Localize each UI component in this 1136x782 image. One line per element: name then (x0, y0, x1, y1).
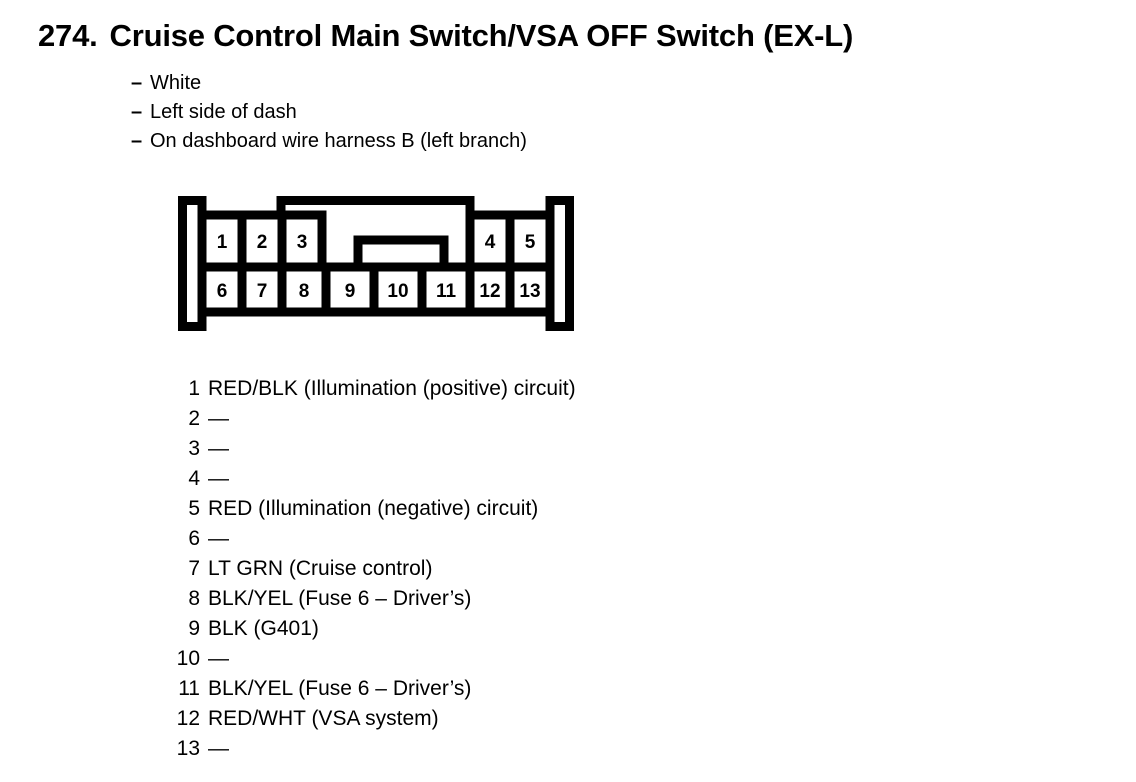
pin-number: 11 (178, 677, 200, 700)
pin-list-item: 10 — (166, 644, 576, 674)
pin-description: — (208, 407, 229, 430)
pin-list-item: 1 RED/BLK (Illumination (positive) circui… (166, 374, 576, 404)
pin-assignment-list: 1 RED/BLK (Illumination (positive) circui… (166, 374, 576, 764)
connector-pin-12: 12 (479, 281, 500, 302)
top-row-left-group (197, 210, 327, 272)
pin-number: 12 (176, 707, 200, 730)
pin-number: 13 (176, 737, 200, 760)
pin-number: 1 (188, 377, 200, 400)
pin-list-item: 13 — (166, 734, 576, 764)
pin-description: RED/BLK (Illumination (positive) circuit… (208, 377, 576, 400)
note-dash-icon: – (131, 130, 143, 152)
pin-number: 2 (188, 407, 200, 430)
pin-description: RED (Illumination (negative) circuit) (208, 497, 539, 520)
pin-description: RED/WHT (VSA system) (208, 707, 439, 730)
connector-pin-8: 8 (299, 281, 310, 302)
page-title-number: 274. (38, 18, 98, 53)
pin-list-item: 4— (166, 464, 576, 494)
pin-list-item: 3— (166, 434, 576, 464)
pin-number: 3 (188, 437, 200, 460)
connector-pin-13: 13 (519, 281, 540, 302)
pin-description: — (208, 737, 229, 760)
page-title-text: Cruise Control Main Switch/VSA OFF Switc… (109, 18, 854, 53)
connector-pin-7: 7 (257, 281, 268, 302)
connector-pin-9: 9 (345, 281, 356, 302)
pin-number: 8 (188, 587, 200, 610)
pin-list-item: 5 RED (Illumination (negative) circuit) (166, 494, 576, 524)
pin-description: — (208, 647, 229, 670)
note-label: On dashboard wire harness B (left branch… (150, 130, 527, 152)
pin-number: 7 (188, 557, 200, 580)
pin-number: 9 (188, 617, 200, 640)
pin-list-item: 12 RED/WHT (VSA system) (166, 704, 576, 734)
connector-svg: 1 2 3 4 5 6 7 8 9 10 11 12 13 (178, 196, 574, 331)
notes-list: –White –Left side of dash –On dashboard … (131, 69, 527, 156)
connector-pin-11: 11 (436, 281, 457, 302)
connector-pin-10: 10 (387, 281, 408, 302)
pin-list-item: 2— (166, 404, 576, 434)
note-dash-icon: – (131, 72, 143, 94)
connector-diagram: 1 2 3 4 5 6 7 8 9 10 11 12 13 (178, 196, 574, 331)
pin-description: BLK (G401) (208, 617, 319, 640)
note-dash-icon: – (131, 101, 143, 123)
note-item: –White (131, 69, 527, 98)
pin-list-item: 9 BLK (G401) (166, 614, 576, 644)
pin-description: — (208, 527, 229, 550)
note-label: Left side of dash (150, 101, 297, 123)
pin-description: BLK/YEL (Fuse 6 – Driver’s) (208, 587, 472, 610)
connector-pin-3: 3 (297, 232, 308, 253)
pin-description: — (208, 467, 229, 490)
pin-description: — (208, 437, 229, 460)
connector-pin-2: 2 (257, 232, 268, 253)
connector-pin-6: 6 (217, 281, 228, 302)
pin-list-item: 8 BLK/YEL (Fuse 6 – Driver’s) (166, 584, 576, 614)
pin-number: 10 (176, 647, 200, 670)
pin-number: 6 (188, 527, 200, 550)
page-title: 274. Cruise Control Main Switch/VSA OFF S… (38, 18, 853, 54)
pin-list-item: 6— (166, 524, 576, 554)
note-label: White (150, 72, 202, 94)
connector-pin-1: 1 (217, 232, 228, 253)
pin-description: BLK/YEL (Fuse 6 – Driver’s) (208, 677, 472, 700)
connector-locking-tab (353, 235, 449, 272)
note-item: –Left side of dash (131, 98, 527, 127)
pin-description: LT GRN (Cruise control) (208, 557, 433, 580)
pin-number: 5 (188, 497, 200, 520)
pin-list-item: 7 LT GRN (Cruise control) (166, 554, 576, 584)
pin-list-item: 11 BLK/YEL (Fuse 6 – Driver’s) (166, 674, 576, 704)
connector-pin-4: 4 (485, 232, 496, 253)
note-item: –On dashboard wire harness B (left branc… (131, 127, 527, 156)
pin-number: 4 (188, 467, 200, 490)
connector-pin-5: 5 (525, 232, 536, 253)
